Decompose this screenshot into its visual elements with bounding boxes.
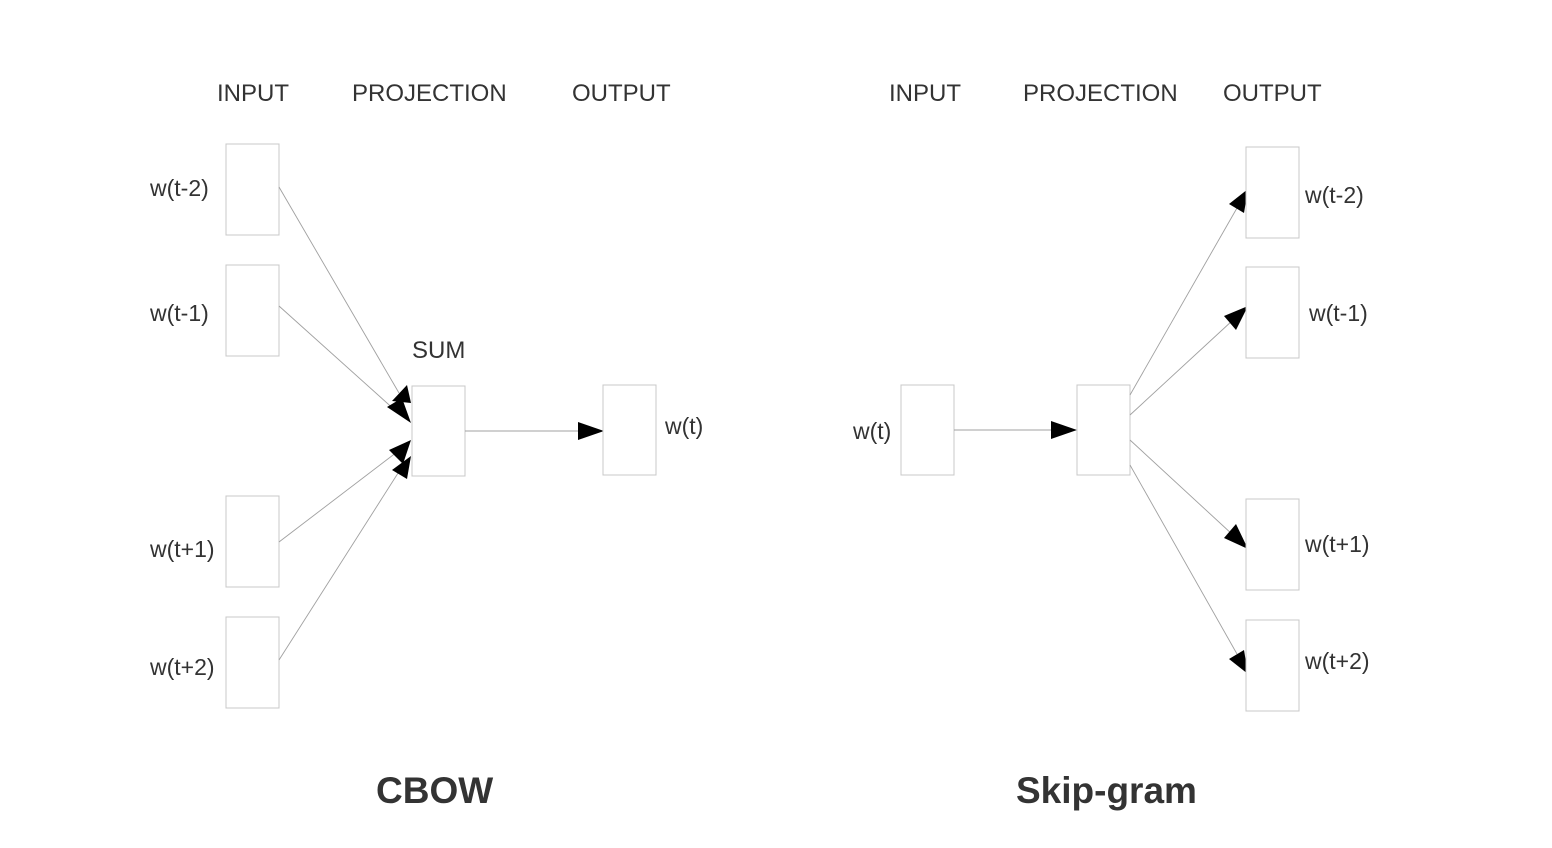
cbow-model: INPUT PROJECTION OUTPUT w(t-2) w(t-1) w(… xyxy=(149,80,703,811)
skipgram-projection-box xyxy=(1076,384,1131,476)
cbow-input-label-2: w(t-1) xyxy=(149,300,209,326)
skipgram-output-label-1: w(t-2) xyxy=(1304,182,1364,208)
skipgram-edge-4 xyxy=(1129,464,1238,655)
cbow-arrowhead-1 xyxy=(392,385,411,403)
skipgram-edge-1 xyxy=(1129,207,1238,396)
cbow-edge-3 xyxy=(278,451,398,543)
cbow-output-label: w(t) xyxy=(664,413,703,439)
skipgram-arrowhead-1 xyxy=(1229,189,1248,213)
skipgram-output-box-4 xyxy=(1245,619,1300,712)
cbow-output-header: OUTPUT xyxy=(572,80,671,107)
skipgram-output-box-2 xyxy=(1245,266,1300,359)
skipgram-output-label-3: w(t+1) xyxy=(1304,531,1370,557)
skipgram-edge-3 xyxy=(1129,439,1234,536)
cbow-input-box-1 xyxy=(225,143,280,236)
cbow-projection-box xyxy=(411,385,466,477)
skipgram-title: Skip-gram xyxy=(1016,770,1197,811)
cbow-title: CBOW xyxy=(376,770,493,811)
cbow-input-label-1: w(t-2) xyxy=(149,175,209,201)
skipgram-arrowhead-4 xyxy=(1229,650,1248,674)
cbow-output-box xyxy=(602,384,657,476)
cbow-input-header: INPUT xyxy=(217,80,289,107)
skipgram-output-box-3 xyxy=(1245,498,1300,591)
skipgram-input-header: INPUT xyxy=(889,80,961,107)
cbow-arrowhead-out xyxy=(578,422,604,440)
skipgram-arrowhead-in xyxy=(1051,421,1077,439)
cbow-input-label-4: w(t+2) xyxy=(149,654,215,680)
cbow-arrowhead-3 xyxy=(389,440,411,464)
skipgram-input-box xyxy=(900,384,955,476)
skipgram-edge-2 xyxy=(1129,319,1234,416)
skipgram-arrowhead-3 xyxy=(1224,524,1248,549)
cbow-sum-label: SUM xyxy=(412,337,465,364)
skipgram-output-header: OUTPUT xyxy=(1223,80,1322,107)
skipgram-input-label: w(t) xyxy=(852,418,891,444)
cbow-arrowhead-2 xyxy=(387,398,411,423)
skipgram-output-box-1 xyxy=(1245,146,1300,239)
cbow-edge-2 xyxy=(278,305,398,413)
cbow-edge-4 xyxy=(278,469,401,661)
skipgram-output-label-2: w(t-1) xyxy=(1308,300,1368,326)
skipgram-output-label-4: w(t+2) xyxy=(1304,648,1370,674)
cbow-input-box-4 xyxy=(225,616,280,709)
cbow-projection-header: PROJECTION xyxy=(352,80,507,107)
cbow-arrowhead-4 xyxy=(392,456,411,479)
skipgram-projection-header: PROJECTION xyxy=(1023,80,1178,107)
cbow-input-box-3 xyxy=(225,495,280,588)
cbow-input-box-2 xyxy=(225,264,280,357)
skipgram-model: INPUT PROJECTION OUTPUT w(t) w(t-2) w(t-… xyxy=(852,80,1370,811)
cbow-input-label-3: w(t+1) xyxy=(149,536,215,562)
skipgram-arrowhead-2 xyxy=(1224,306,1248,330)
cbow-edge-1 xyxy=(278,186,400,394)
